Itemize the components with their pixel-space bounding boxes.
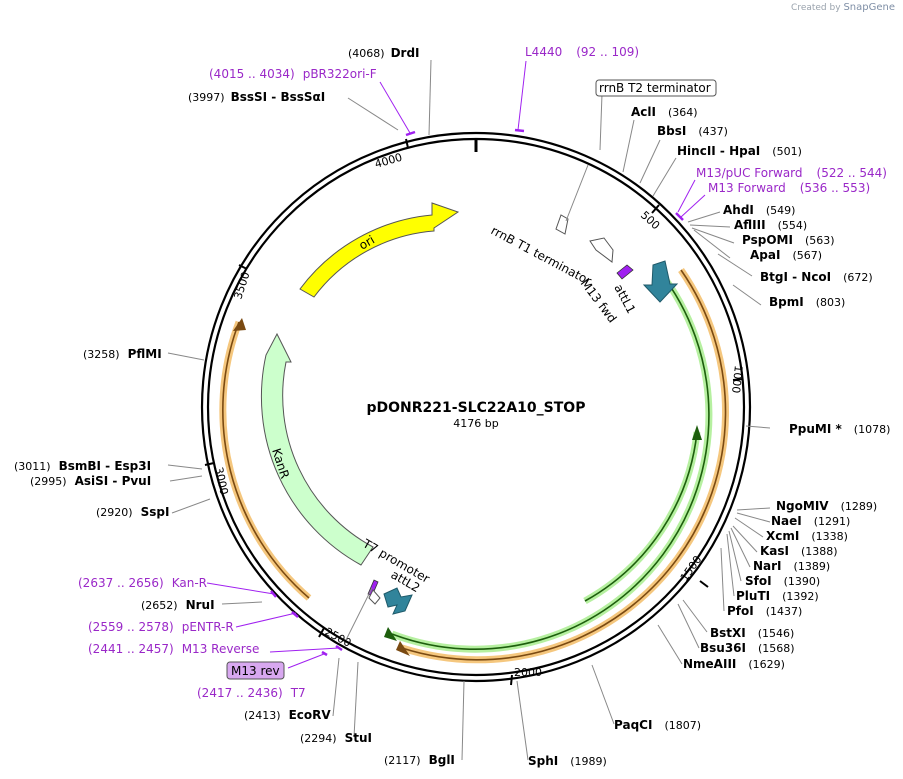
primer-pENTR: (2559 .. 2578)pENTR-R <box>88 620 234 634</box>
site-SfoI: SfoI(1390) <box>745 574 820 588</box>
site-BtgI: BtgI - NcoI(672) <box>760 270 873 284</box>
site-EcoRV: (2413)EcoRV <box>244 708 331 722</box>
attL1-feature <box>642 260 679 303</box>
m13-rev-label: M13 rev <box>231 664 280 678</box>
site-NarI: NarI(1389) <box>753 559 830 573</box>
site-PflMI: (3258)PflMI <box>83 347 162 361</box>
site-AflIII: AflIII(554) <box>734 218 807 232</box>
tick-1000: 1000 <box>729 365 745 394</box>
t7-pointer <box>345 587 373 641</box>
leader-lines <box>167 59 771 761</box>
green-arc-outer-line <box>391 271 710 650</box>
m13-fwd-label: M13 fwd <box>578 276 620 325</box>
t1-pointer <box>565 164 589 222</box>
primer-T7: (2417 .. 2436)T7 <box>197 686 306 700</box>
site-PaqCI: PaqCI(1807) <box>614 718 701 732</box>
site-BstXI: BstXI(1546) <box>710 626 794 640</box>
rrnB-T2-arrow <box>555 214 569 235</box>
primer-M13pUC: M13/pUC Forward(522 .. 544) <box>696 166 887 180</box>
site-AclI: AclI(364) <box>631 105 698 119</box>
green-arc-inner-head <box>692 425 702 440</box>
site-ApaI: ApaI(567) <box>750 248 822 262</box>
rrnB-T2-box <box>595 79 717 97</box>
site-HincII: HincII - HpaI(501) <box>677 144 802 158</box>
site-PspOMI: PspOMI(563) <box>742 233 835 247</box>
m13-rev-box <box>226 661 285 680</box>
backbone-outer <box>200 131 752 683</box>
site-BpmI: BpmI(803) <box>769 295 845 309</box>
snapgene-credit: Created by SnapGene <box>791 2 895 13</box>
orange-arc-left-head <box>233 318 246 331</box>
site-AhdI: AhdI(549) <box>723 203 795 217</box>
site-BsmBI: (3011)BsmBI - Esp3I <box>14 459 151 473</box>
t7-promoter-arrow <box>368 589 381 605</box>
orange-arc-right-head <box>396 641 410 656</box>
rrnB-T1-label: rrnB T1 terminator <box>489 223 594 288</box>
site-BglI: (2117)BglI <box>384 753 455 767</box>
site-Bsu36I: Bsu36I(1568) <box>700 641 795 655</box>
site-NmeAIII: NmeAIII(1629) <box>683 657 785 671</box>
site-DrdI: (4068)DrdI <box>348 46 420 60</box>
orange-arc-right-line <box>401 269 727 661</box>
site-PfoI: PfoI(1437) <box>727 604 802 618</box>
attL2-feature <box>383 587 413 615</box>
green-arc-outer <box>390 269 713 653</box>
site-BbsI: BbsI(437) <box>657 124 728 138</box>
primer-KanR: (2637 .. 2656)Kan-R <box>78 576 207 590</box>
credit-prefix: Created by <box>791 3 841 13</box>
tick-4000: 4000 <box>373 151 403 171</box>
m13fwd-marker <box>616 264 634 280</box>
site-KasI: KasI(1388) <box>760 544 838 558</box>
primer-M13Forward: M13 Forward(536 .. 553) <box>708 181 870 195</box>
site-StuI: (2294)StuI <box>300 731 372 745</box>
ori-feature <box>299 202 460 298</box>
tick-marks <box>204 138 744 686</box>
restriction-sites: (4068)DrdI (3997)BssSI - BssSαI AclI(364… <box>14 46 890 768</box>
green-arc-outer-head <box>384 627 397 641</box>
site-PpuMI: PpuMI *(1078) <box>789 422 890 436</box>
site-XcmI: XcmI(1338) <box>766 529 848 543</box>
site-BssSI: (3997)BssSI - BssSαI <box>188 90 325 104</box>
plasmid-name: pDONR221-SLC22A10_STOP <box>367 400 586 416</box>
primer-pBR322ori: (4015 .. 4034)pBR322ori-F <box>209 67 377 81</box>
site-SspI: (2920)SspI <box>96 505 169 519</box>
site-NaeI: NaeI(1291) <box>771 514 850 528</box>
site-NruI: (2652)NruI <box>141 598 215 612</box>
rrnB-T2-label: rrnB T2 terminator <box>599 81 711 95</box>
primer-leader-lines <box>206 60 706 669</box>
ori-label: ori <box>357 233 378 253</box>
tick-3000: 3000 <box>212 466 231 496</box>
plasmid-length: 4176 bp <box>453 417 498 430</box>
green-arc-inner-line <box>584 431 698 602</box>
tick-2000: 2000 <box>514 666 542 679</box>
site-SphI: SphI(1989) <box>528 754 607 768</box>
primer-labels: L4440(92 .. 109) (4015 .. 4034)pBR322ori… <box>78 45 887 700</box>
site-NgoMIV: NgoMIV(1289) <box>776 499 877 513</box>
rrnB-T1-arrow <box>589 237 614 263</box>
primer-L4440: L4440(92 .. 109) <box>525 45 639 59</box>
orange-arc-right <box>400 268 730 664</box>
site-PluTI: PluTI(1392) <box>736 589 819 603</box>
tick-3500: 3500 <box>231 270 252 301</box>
primer-M13Reverse: (2441 .. 2457)M13 Reverse <box>88 642 259 656</box>
credit-brand: SnapGene <box>843 2 895 13</box>
site-AsiSI: (2995)AsiSI - PvuI <box>30 474 151 488</box>
orange-arc-left-line <box>222 321 310 599</box>
kanr-feature <box>260 332 374 566</box>
